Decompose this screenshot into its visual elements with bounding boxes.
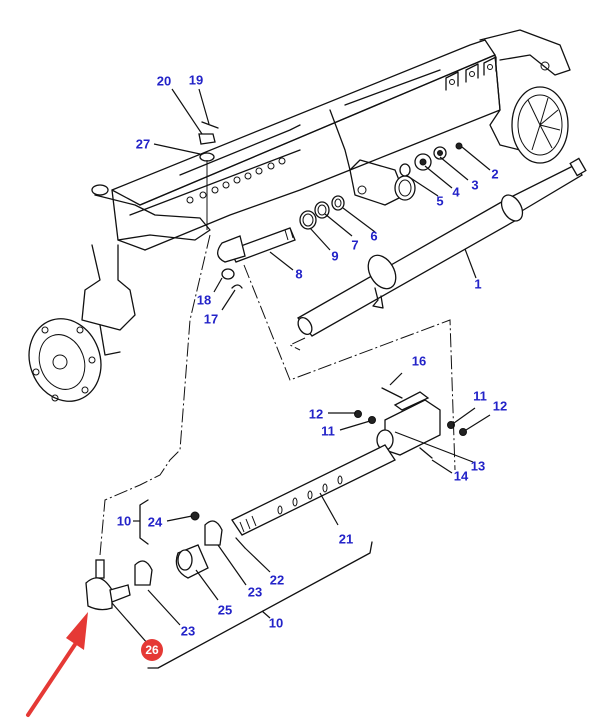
piston-rod	[217, 195, 345, 263]
callout-10-rod: 10	[268, 615, 284, 631]
callout-18: 18	[196, 292, 212, 308]
callout-12-left: 12	[308, 406, 324, 422]
callout-4: 4	[452, 184, 460, 200]
beam-holes	[186, 157, 286, 204]
callout-21: 21	[338, 531, 354, 547]
callout-25: 25	[217, 602, 233, 618]
callout-19: 19	[188, 72, 204, 88]
callout-27: 27	[135, 136, 151, 152]
callout-7: 7	[351, 237, 359, 253]
tie-rod-clamps	[134, 511, 246, 586]
bearing-parts	[399, 142, 463, 177]
pin-hardware	[198, 121, 243, 289]
callout-16: 16	[411, 353, 427, 369]
callout-14: 14	[453, 468, 469, 484]
callout-9: 9	[331, 248, 339, 264]
steering-cylinder	[297, 157, 587, 337]
callout-17: 17	[203, 311, 219, 327]
callout-11-left: 11	[321, 423, 335, 439]
red-arrow-icon	[26, 612, 88, 717]
callout-1: 1	[474, 276, 482, 292]
assembly-lines	[99, 234, 456, 556]
tie-rod	[231, 444, 396, 536]
callout-23-right: 23	[247, 584, 263, 600]
callout-6: 6	[370, 228, 378, 244]
highlight-badge-26: 26	[141, 639, 163, 661]
leader-lines	[111, 88, 491, 645]
callout-8: 8	[295, 266, 303, 282]
callout-5: 5	[436, 193, 444, 209]
left-hub	[28, 184, 211, 402]
callout-12-right: 12	[492, 398, 508, 414]
callout-20: 20	[156, 73, 172, 89]
callout-2: 2	[491, 166, 499, 182]
callout-13: 13	[470, 458, 486, 474]
callout-22: 22	[269, 572, 285, 588]
callout-23-left: 23	[180, 623, 196, 639]
callout-10-group: 10	[116, 513, 132, 529]
callout-3: 3	[471, 177, 479, 193]
clamp-assembly	[354, 387, 467, 459]
right-hub	[479, 29, 571, 164]
ball-joint	[85, 559, 131, 611]
callout-24: 24	[147, 514, 163, 530]
callout-11-right: 11	[473, 388, 487, 404]
